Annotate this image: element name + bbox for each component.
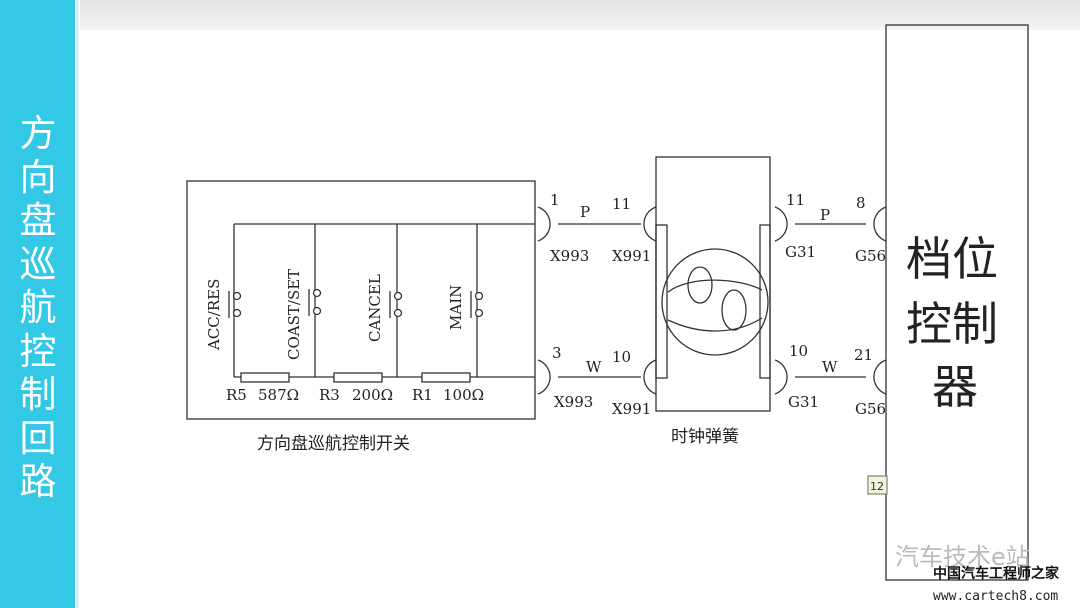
controller-label: 器 xyxy=(932,360,978,414)
resistor-name: R1 xyxy=(412,386,433,404)
slide-title: 方向盘巡航控制回路 xyxy=(19,112,57,503)
resistor-name: R5 xyxy=(226,386,247,404)
resistor-value: 587Ω xyxy=(258,386,299,404)
resistor-value: 100Ω xyxy=(443,386,484,404)
pin-number: 21 xyxy=(854,346,873,364)
signal-label: W xyxy=(586,358,602,376)
controller-box xyxy=(885,24,1029,581)
controller-label: 档位 xyxy=(906,232,998,286)
pin-number: 10 xyxy=(612,348,631,366)
clock-spring-box xyxy=(655,156,771,412)
switch-box-label: 方向盘巡航控制开关 xyxy=(257,434,410,454)
resistor-r5 xyxy=(240,372,290,383)
pin-number: 10 xyxy=(789,342,808,360)
switch-label: CANCEL xyxy=(366,274,384,342)
watermark-site-name: 中国汽车工程师之家 xyxy=(933,565,1060,582)
watermark-url: www.cartech8.com xyxy=(933,589,1058,604)
connector-label: G31 xyxy=(788,393,819,411)
page-badge: 12 xyxy=(870,480,884,493)
resistor-value: 200Ω xyxy=(352,386,393,404)
pin-number: 11 xyxy=(786,191,805,209)
pin-number: 8 xyxy=(856,194,866,212)
connector-label: X991 xyxy=(612,247,651,265)
switch-box xyxy=(186,180,536,420)
page-badge-box xyxy=(867,475,888,495)
switch-label: ACC/RES xyxy=(205,279,223,351)
resistor-name: R3 xyxy=(319,386,340,404)
pin-number: 3 xyxy=(552,344,562,362)
switch-label: MAIN xyxy=(447,285,465,330)
watermark-wechat: 汽车技术e站 xyxy=(895,543,1030,571)
pin-number: 1 xyxy=(550,191,560,209)
resistor-r3 xyxy=(333,372,383,383)
clock-spring-label: 时钟弹簧 xyxy=(671,427,739,447)
sidebar: 方向盘巡航控制回路 xyxy=(0,0,79,608)
signal-label: P xyxy=(580,203,590,221)
connector-label: G56 xyxy=(855,400,886,418)
switch-label: COAST/SET xyxy=(285,269,303,360)
resistor-r1 xyxy=(421,372,471,383)
switch-contacts xyxy=(228,288,484,318)
signal-label: P xyxy=(820,206,830,224)
pin-number: 11 xyxy=(612,195,631,213)
connector-label: G31 xyxy=(785,243,816,261)
signal-label: W xyxy=(822,358,838,376)
controller-label: 控制 xyxy=(906,297,998,351)
connector-label: X993 xyxy=(550,247,589,265)
connector-label: X993 xyxy=(554,393,593,411)
connector-label: G56 xyxy=(855,247,886,265)
connector-label: X991 xyxy=(612,400,651,418)
